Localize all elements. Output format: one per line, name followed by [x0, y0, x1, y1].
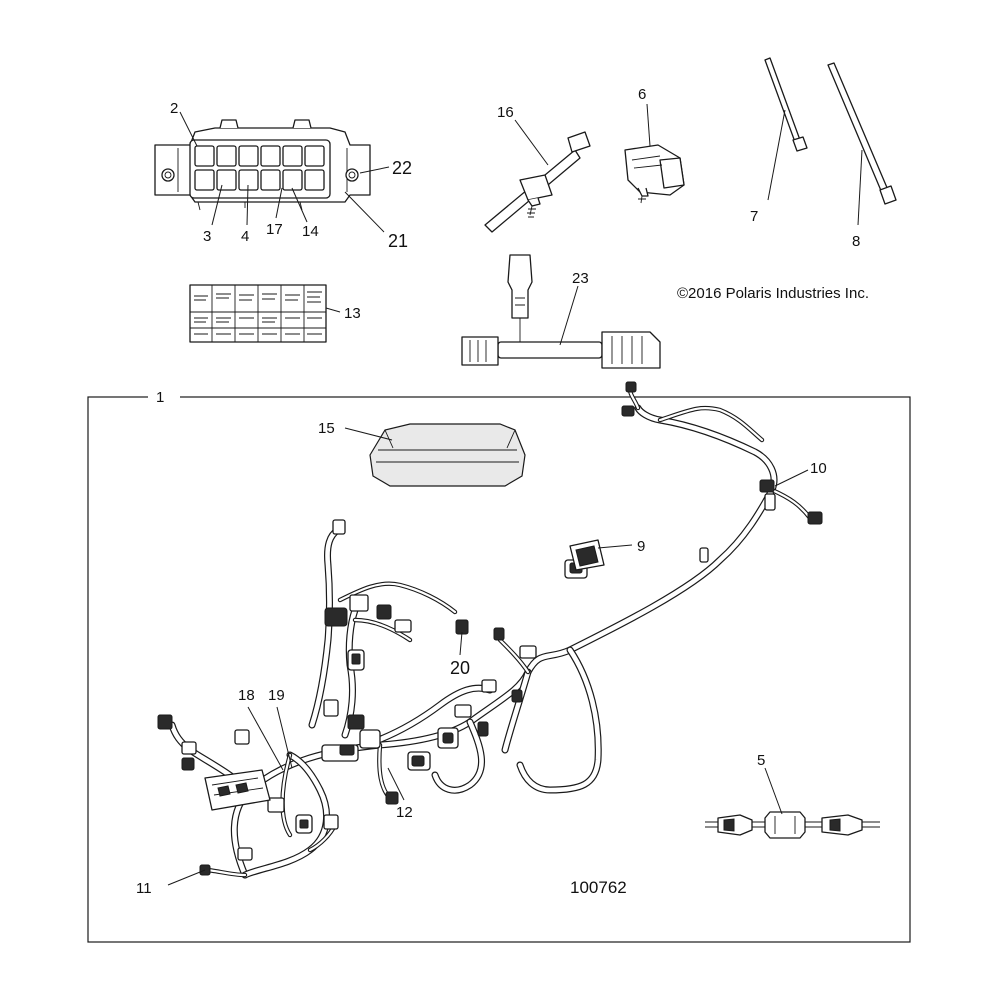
callout-6: 6 — [638, 86, 646, 103]
sub-harness — [461, 254, 661, 369]
callout-16: 16 — [497, 104, 514, 121]
callout-18: 18 — [238, 687, 255, 704]
cable-tie-mount — [484, 131, 591, 233]
callout-11: 11 — [136, 880, 152, 897]
callout-13: 13 — [344, 305, 361, 322]
harness-connectors — [157, 381, 823, 876]
callout-21: 21 — [388, 231, 408, 251]
inline-fuse-holder — [705, 811, 880, 839]
battery-box-cover — [369, 423, 526, 487]
callout-15: 15 — [318, 420, 335, 437]
callout-1: 1 — [156, 389, 164, 406]
callout-14: 14 — [302, 223, 319, 240]
callout-19: 19 — [268, 687, 285, 704]
callout-22: 22 — [392, 158, 412, 178]
connector-clip — [624, 144, 685, 204]
copyright-notice: ©2016 Polaris Industries Inc. — [677, 285, 869, 302]
figure-number: 100762 — [570, 878, 627, 897]
callout-4: 4 — [241, 228, 249, 245]
main-harness-frame — [87, 396, 911, 943]
harness-fuse-block — [204, 769, 271, 811]
callout-8: 8 — [852, 233, 860, 250]
callout-17: 17 — [266, 221, 283, 238]
callout-7: 7 — [750, 208, 758, 225]
harness-branches — [202, 387, 813, 878]
cable-tie-short — [764, 57, 808, 152]
relay-connector — [569, 539, 605, 571]
cable-tie-long — [827, 62, 897, 205]
callout-2: 2 — [170, 100, 178, 117]
callout-12: 12 — [396, 804, 413, 821]
callout-9: 9 — [637, 538, 645, 555]
callout-10: 10 — [810, 460, 827, 477]
callout-5: 5 — [757, 752, 765, 769]
fuse-label-decal — [189, 284, 327, 343]
fuse-slots — [194, 145, 325, 191]
callout-20: 20 — [450, 658, 470, 678]
callout-3: 3 — [203, 228, 211, 245]
callout-23: 23 — [572, 270, 589, 287]
fuse-box-assembly — [154, 119, 371, 211]
